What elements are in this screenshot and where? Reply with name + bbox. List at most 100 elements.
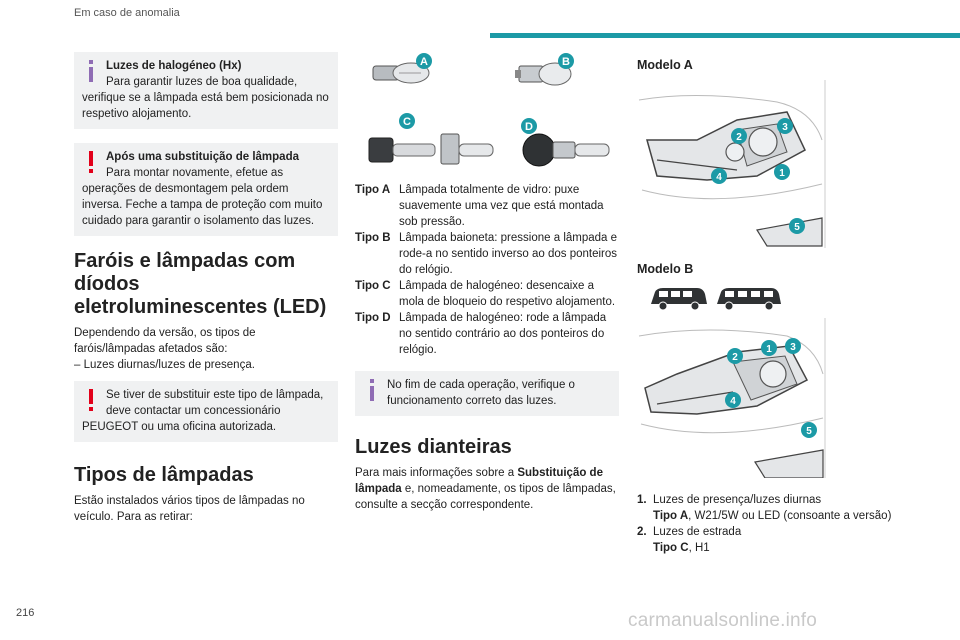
info-icon <box>370 379 374 401</box>
bulb-a-label: A <box>420 56 428 68</box>
led-heading: Faróis e lâmpadas com díodos eletrolumin… <box>74 250 327 318</box>
front-lights-paragraph: Para mais informações sobre a Substituiç… <box>355 465 619 513</box>
legend-list: 1. Luzes de presença/luzes diurnas Tipo … <box>637 492 927 556</box>
bulb-c-label: C <box>403 116 411 128</box>
bulb-type-text: Lâmpada baioneta: pressione a lâmpada e … <box>399 232 618 276</box>
bulb-type-label: Tipo C <box>355 280 391 292</box>
info-text: verifique se a lâmpada está bem posicion… <box>82 92 329 120</box>
bulb-type-row: Tipo C Lâmpada de halogéneo: desencaixe … <box>355 278 619 310</box>
bulb-d-label: D <box>525 121 533 133</box>
legend-type: Tipo C <box>653 542 689 554</box>
types-heading: Tipos de lâmpadas <box>74 464 254 486</box>
front-para-text: Para mais informações sobre a <box>355 467 518 479</box>
warning-text-first: Para montar novamente, efetue as <box>106 167 284 179</box>
legend-text: Luzes de presença/luzes diurnas Tipo A, … <box>653 492 891 524</box>
callout-2: 2 <box>731 128 747 144</box>
front-para-text-end: e, nomeadamente, os tipos de lâmpadas, c… <box>355 483 616 511</box>
bulb-d-image <box>522 133 610 167</box>
warning-icon <box>89 151 93 173</box>
led-list-item: – Luzes diurnas/luzes de presença. <box>74 359 255 371</box>
warning-title: Após uma substituição de lâmpada <box>106 151 299 163</box>
info-text-first: Para garantir luzes de boa qualidade, <box>106 76 298 88</box>
svg-text:4: 4 <box>716 172 722 183</box>
svg-text:2: 2 <box>732 352 738 363</box>
bulb-type-label: Tipo B <box>355 232 391 244</box>
callout-1: 1 <box>774 164 790 180</box>
legend-line1: Luzes de presença/luzes diurnas <box>653 494 822 506</box>
bulb-c-image <box>368 133 494 165</box>
callout-1: 1 <box>761 340 777 356</box>
header-accent-bar <box>490 33 960 38</box>
front-para-bold: Substituição de lâmpada <box>355 467 603 495</box>
svg-text:1: 1 <box>766 344 772 355</box>
van-short-icon <box>651 288 707 311</box>
section-header: Em caso de anomalia <box>74 7 180 19</box>
bulb-b-label: B <box>562 56 570 68</box>
warning-text: PEUGEOT ou uma oficina autorizada. <box>82 421 277 433</box>
page-number: 216 <box>16 607 35 619</box>
callout-2: 2 <box>727 348 743 364</box>
legend-detail: , W21/5W ou LED (consoante a versão) <box>688 510 892 522</box>
column-middle: A B C D Tipo A Lâmpada totalmen <box>355 52 619 513</box>
info-box-end: No fim de cada operação, verifique o fun… <box>355 371 619 416</box>
svg-text:4: 4 <box>730 396 736 407</box>
svg-text:3: 3 <box>782 122 788 133</box>
legend-detail: , H1 <box>688 542 710 554</box>
bulb-type-label: Tipo D <box>355 312 391 324</box>
callout-5: 5 <box>789 218 805 234</box>
van-long-icon <box>717 288 781 311</box>
bulb-type-row: Tipo D Lâmpada de halogéneo: rode a lâmp… <box>355 310 619 358</box>
callout-4: 4 <box>725 392 741 408</box>
bulb-b-marker <box>558 53 574 69</box>
bulb-a-marker <box>416 53 432 69</box>
legend-line1: Luzes de estrada <box>653 526 742 538</box>
bulb-d-marker <box>521 118 537 134</box>
legend-num: 2. <box>637 526 647 538</box>
watermark: carmanualsonline.info <box>628 610 818 631</box>
svg-text:1: 1 <box>779 168 785 179</box>
warning-text-second: deve contactar um concessionário <box>106 405 281 417</box>
bulb-types-list: Tipo A Lâmpada totalmente de vidro: puxe… <box>355 182 619 358</box>
model-b-title: Modelo B <box>637 262 694 276</box>
bulb-c-marker <box>399 113 415 129</box>
bulb-type-text: Lâmpada totalmente de vidro: puxe suavem… <box>399 184 604 228</box>
bulb-type-text: Lâmpada de halogéneo: desencaixe a mola … <box>399 280 616 308</box>
info-text-first: No fim de cada operação, verifique o <box>387 379 575 391</box>
front-lights-heading: Luzes dianteiras <box>355 436 512 458</box>
svg-text:3: 3 <box>790 342 796 353</box>
column-left: Luzes de halogéneo (Hx) Para garantir lu… <box>74 52 338 525</box>
info-text: funcionamento correto das luzes. <box>387 395 557 407</box>
warning-text: operações de desmontagem pela ordem inve… <box>82 183 323 227</box>
legend-text: Luzes de estrada Tipo C, H1 <box>653 524 741 556</box>
warning-text-first: Se tiver de substituir este tipo de lâmp… <box>106 389 324 401</box>
warning-box-after: Após uma substituição de lâmpada Para mo… <box>74 143 338 236</box>
column-right: Modelo A 3 2 4 1 5 Modelo B <box>637 52 927 556</box>
bulb-type-row: Tipo B Lâmpada baioneta: pressione a lâm… <box>355 230 619 278</box>
svg-text:2: 2 <box>736 132 742 143</box>
led-paragraph: Dependendo da versão, os tipos de faróis… <box>74 327 256 355</box>
bulb-b-image <box>515 62 572 86</box>
info-box-halogen: Luzes de halogéneo (Hx) Para garantir lu… <box>74 52 338 129</box>
legend-item: 1. Luzes de presença/luzes diurnas Tipo … <box>637 492 927 524</box>
model-a-title: Modelo A <box>637 58 693 72</box>
model-a-headlight-diagram: 3 2 4 1 5 <box>638 80 826 248</box>
callout-3: 3 <box>777 118 793 134</box>
bulb-type-text: Lâmpada de halogéneo: rode a lâmpada no … <box>399 312 607 356</box>
bulb-type-label: Tipo A <box>355 184 391 196</box>
legend-type: Tipo A <box>653 510 689 522</box>
model-b-headlight-diagram: 1 3 2 4 5 <box>638 318 826 478</box>
callout-4: 4 <box>711 168 727 184</box>
warning-box-led: Se tiver de substituir este tipo de lâmp… <box>74 381 338 442</box>
model-b-vehicle-icons <box>651 288 781 311</box>
svg-text:5: 5 <box>806 426 812 437</box>
legend-num: 1. <box>637 494 647 506</box>
types-paragraph: Estão instalados vários tipos de lâmpada… <box>74 495 305 523</box>
legend-item: 2. Luzes de estrada Tipo C, H1 <box>637 524 927 556</box>
callout-5: 5 <box>801 422 817 438</box>
bulb-type-row: Tipo A Lâmpada totalmente de vidro: puxe… <box>355 182 619 230</box>
info-title: Luzes de halogéneo (Hx) <box>106 60 242 72</box>
svg-text:5: 5 <box>794 222 800 233</box>
warning-icon <box>89 389 93 411</box>
callout-3: 3 <box>785 338 801 354</box>
info-icon <box>89 60 93 82</box>
